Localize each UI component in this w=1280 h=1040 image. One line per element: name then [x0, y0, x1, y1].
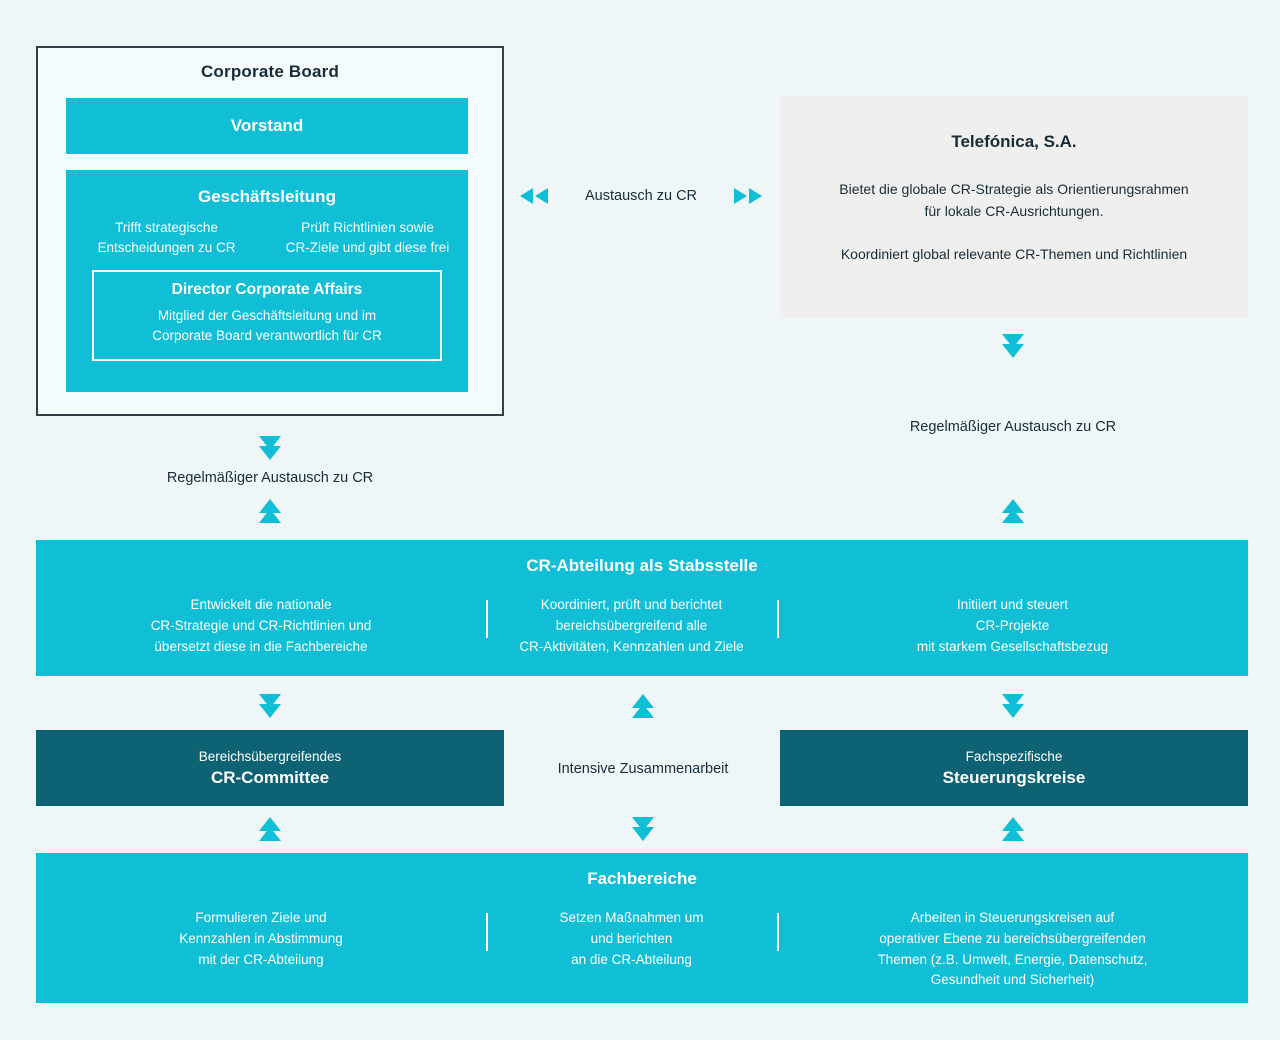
- geschaeftsleitung-columns: Trifft strategische Entscheidungen zu CR…: [66, 218, 468, 257]
- double-arrow-down-icon: [259, 436, 281, 460]
- cr-abteilung-column-1: Entwickelt die nationale CR-Strategie un…: [150, 597, 372, 654]
- exchange-top-row: Austausch zu CR: [520, 188, 762, 204]
- double-arrow-up-icon: [1002, 499, 1024, 523]
- fachbereiche-column-1: Formulieren Ziele und Kennzahlen in Abst…: [179, 910, 343, 967]
- double-arrow-left-icon: [520, 188, 548, 204]
- geschaeftsleitung-title: Geschäftsleitung: [198, 187, 336, 206]
- cooperation-label: Intensive Zusammenarbeit: [557, 761, 729, 777]
- fachbereiche-title: Fachbereiche: [587, 869, 697, 888]
- cr-committee-box: Bereichsübergreifendes CR-Committee: [36, 730, 504, 806]
- vorstand-label: Vorstand: [230, 116, 304, 135]
- corporate-board-title: Corporate Board: [200, 62, 340, 81]
- geschaeftsleitung-right-text: Prüft Richtlinien sowie CR-Ziele und gib…: [285, 220, 450, 255]
- telefonica-paragraph-1: Bietet die globale CR-Strategie als Orie…: [839, 181, 1189, 219]
- right-connector-label: Regelmäßiger Austausch zu CR: [909, 419, 1117, 435]
- cr-committee-subtitle: Bereichsübergreifendes: [198, 748, 342, 764]
- cr-committee-title: CR-Committee: [210, 767, 330, 787]
- cr-abteilung-box: CR-Abteilung als Stabsstelle Entwickelt …: [36, 540, 1248, 676]
- telefonica-paragraph-2: Koordiniert global relevante CR-Themen u…: [840, 246, 1188, 262]
- double-arrow-up-icon: [632, 694, 654, 718]
- column-divider: [486, 913, 488, 951]
- corporate-board-panel: Corporate Board Vorstand Geschäftsleitun…: [36, 46, 504, 416]
- double-arrow-up-icon: [1002, 817, 1024, 841]
- fachbereiche-column-2: Setzen Maßnahmen um und berichten an die…: [559, 910, 704, 967]
- steuerungskreise-subtitle: Fachspezifische: [965, 748, 1063, 764]
- cr-abteilung-column-2: Koordiniert, prüft und berichtet bereich…: [519, 597, 744, 654]
- column-divider: [777, 913, 779, 951]
- column-divider: [777, 600, 779, 638]
- geschaeftsleitung-box: Geschäftsleitung Trifft strategische Ent…: [66, 170, 468, 392]
- telefonica-panel: Telefónica, S.A. Bietet die globale CR-S…: [780, 96, 1248, 318]
- fachbereiche-box: Fachbereiche Formulieren Ziele und Kennz…: [36, 853, 1248, 1003]
- telefonica-title: Telefónica, S.A.: [951, 132, 1077, 151]
- vorstand-box: Vorstand: [66, 98, 468, 154]
- column-divider: [486, 600, 488, 638]
- director-description: Mitglied der Geschäftsleitung und im Cor…: [152, 308, 382, 343]
- double-arrow-down-icon: [1002, 334, 1024, 358]
- double-arrow-down-icon: [1002, 694, 1024, 718]
- exchange-top-label: Austausch zu CR: [584, 188, 698, 204]
- double-arrow-up-icon: [259, 817, 281, 841]
- left-connector-label: Regelmäßiger Austausch zu CR: [166, 470, 374, 486]
- double-arrow-right-icon: [734, 188, 762, 204]
- double-arrow-up-icon: [259, 499, 281, 523]
- double-arrow-down-icon: [632, 817, 654, 841]
- fachbereiche-column-3: Arbeiten in Steuerungskreisen auf operat…: [877, 910, 1148, 988]
- steuerungskreise-title: Steuerungskreise: [942, 767, 1086, 787]
- double-arrow-down-icon: [259, 694, 281, 718]
- director-corporate-affairs-box: Director Corporate Affairs Mitglied der …: [92, 270, 442, 361]
- cr-abteilung-title: CR-Abteilung als Stabsstelle: [526, 556, 758, 575]
- cr-abteilung-column-3: Initiiert und steuert CR-Projekte mit st…: [916, 597, 1109, 654]
- steuerungskreise-box: Fachspezifische Steuerungskreise: [780, 730, 1248, 806]
- geschaeftsleitung-left-text: Trifft strategische Entscheidungen zu CR: [97, 220, 236, 255]
- director-title: Director Corporate Affairs: [171, 281, 363, 298]
